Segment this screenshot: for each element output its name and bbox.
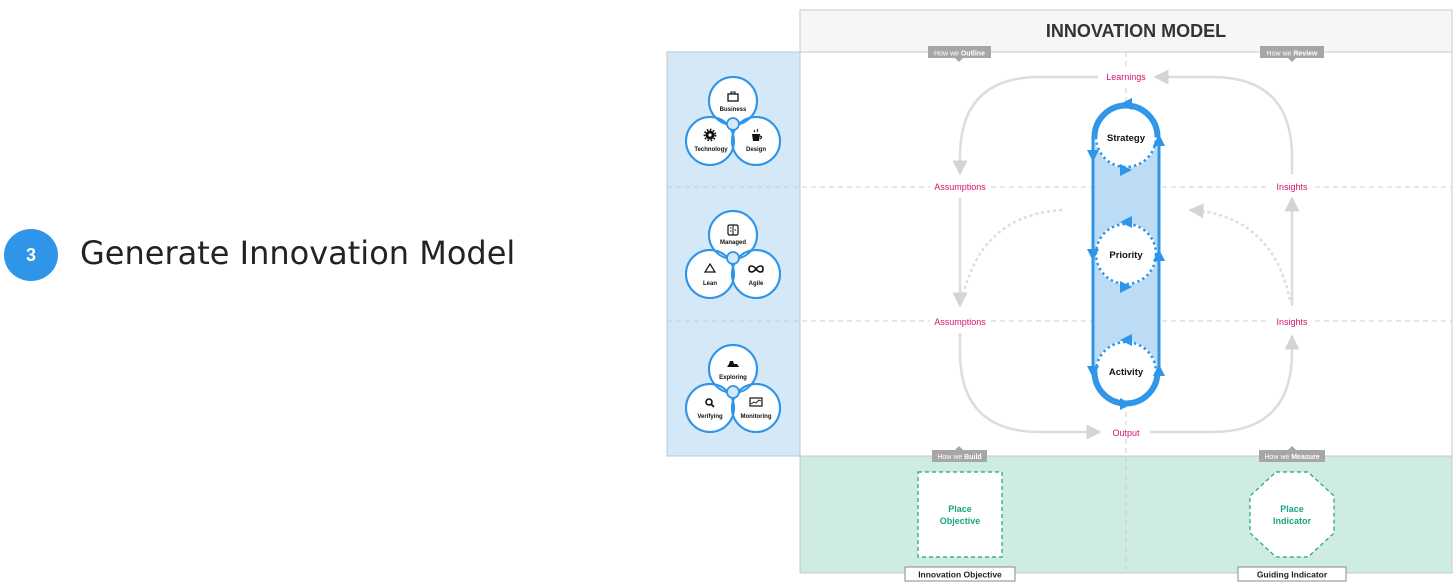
indicator-line-1: Place — [1280, 504, 1304, 514]
svg-text:How we Measure: How we Measure — [1264, 454, 1319, 461]
objective-line-1: Place — [948, 504, 972, 514]
tag-how-we-build: How we Build — [932, 446, 987, 462]
flow-insights-to-learnings — [1153, 69, 1294, 174]
objective-placeholder[interactable]: Place Objective — [917, 471, 1003, 558]
model-title: INNOVATION MODEL — [1046, 21, 1226, 41]
tag-measure-strong: Measure — [1291, 454, 1320, 461]
priority-node — [1095, 223, 1157, 285]
label-output: Output — [1112, 428, 1140, 438]
flow-learnings-to-assumptions — [952, 75, 1098, 176]
flow-output-to-insights — [1150, 334, 1300, 434]
tag-how-we-review: How we Review — [1260, 46, 1324, 62]
pipeline-arrows — [1087, 98, 1165, 410]
venn2-left-label: Lean — [703, 281, 717, 287]
venn2-top-label: Managed — [720, 240, 746, 246]
indicator-caption: Guiding Indicator — [1237, 566, 1347, 582]
step-indicator: 3 — [4, 229, 58, 281]
venn1-right-label: Design — [746, 147, 766, 153]
venn3-right-label: Monitoring — [741, 414, 772, 420]
venn-approach: Managed Lean Agile — [685, 210, 781, 299]
tag-how-we-outline: How we Outline — [928, 46, 991, 62]
magnifier-icon — [705, 398, 715, 408]
venn3-left-label: Verifying — [697, 414, 723, 420]
hat-icon — [727, 361, 739, 367]
svg-text:How we Build: How we Build — [937, 454, 981, 461]
monitor-chart-icon — [749, 397, 763, 407]
strategy-label: Strategy — [1107, 133, 1146, 144]
tag-review-strong: Review — [1293, 51, 1318, 58]
label-insights-bottom: Insights — [1276, 317, 1308, 327]
coffee-cup-icon — [752, 128, 763, 141]
venn1-top-label: Business — [720, 107, 747, 113]
flow-dotted-right — [1188, 203, 1292, 301]
venn-activities: Exploring Verifying Monitoring — [685, 344, 781, 433]
label-insights-top: Insights — [1276, 182, 1308, 192]
step-title: Generate Innovation Model — [80, 234, 516, 272]
svg-text:How we Review: How we Review — [1267, 51, 1319, 58]
objective-line-2: Objective — [940, 516, 981, 526]
kanban-board-icon — [727, 224, 739, 236]
activity-label: Activity — [1109, 367, 1144, 378]
indicator-caption-label: Guiding Indicator — [1257, 570, 1328, 580]
objective-caption: Innovation Objective — [904, 566, 1016, 582]
strategy-node — [1095, 106, 1157, 168]
svg-text:How we Outline: How we Outline — [934, 51, 985, 58]
venn1-left-label: Technology — [694, 147, 728, 153]
tag-how-we-measure: How we Measure — [1259, 446, 1325, 462]
infinity-icon — [748, 265, 764, 273]
step-number-badge: 3 — [4, 229, 58, 281]
label-assumptions-top: Assumptions — [934, 182, 986, 192]
label-assumptions-bottom: Assumptions — [934, 317, 986, 327]
flow-loops — [952, 69, 1300, 440]
pipeline: Strategy Priority Activity — [1087, 98, 1165, 410]
activity-node — [1095, 341, 1157, 403]
label-learnings: Learnings — [1106, 72, 1146, 82]
tag-outline-strong: Outline — [961, 51, 985, 58]
tag-review-prefix: How we — [1267, 51, 1294, 58]
indicator-line-2: Indicator — [1273, 516, 1312, 526]
objective-caption-label: Innovation Objective — [918, 570, 1002, 580]
model-header — [799, 9, 1453, 53]
priority-label: Priority — [1109, 250, 1143, 261]
tag-outline-prefix: How we — [934, 51, 961, 58]
briefcase-icon — [727, 91, 739, 102]
gear-icon — [703, 128, 717, 142]
indicator-placeholder[interactable]: Place Indicator — [1249, 471, 1335, 558]
tag-build-strong: Build — [964, 454, 982, 461]
flow-assumptions-to-output — [958, 333, 1102, 440]
venn-strategy: Business Technology Design — [685, 76, 781, 166]
venn2-right-label: Agile — [749, 281, 764, 287]
tag-measure-prefix: How we — [1264, 454, 1291, 461]
recycle-icon — [703, 262, 717, 273]
tag-build-prefix: How we — [937, 454, 964, 461]
venn3-top-label: Exploring — [719, 375, 747, 381]
flow-dotted-left — [960, 208, 1063, 301]
